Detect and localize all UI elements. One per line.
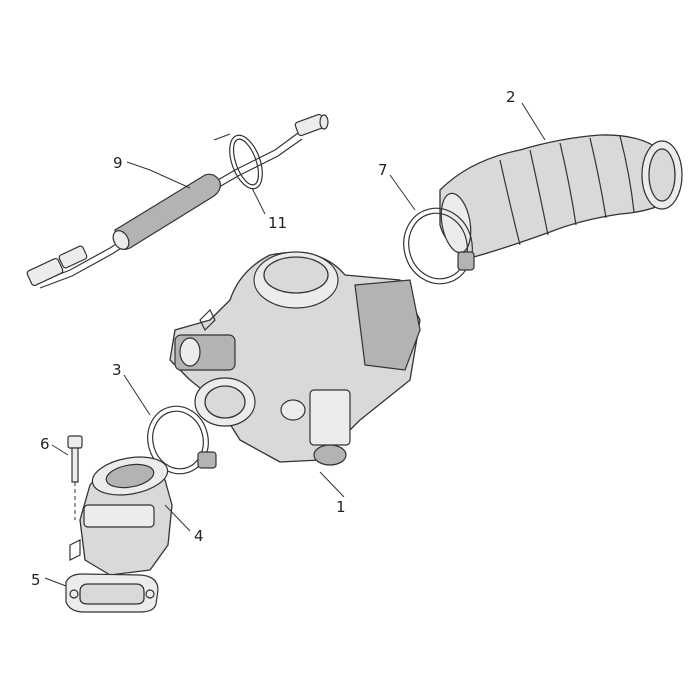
callout-3: 3 (112, 361, 122, 379)
intake-manifold (69, 456, 173, 576)
callout-9: 9 (113, 154, 123, 172)
cable-assembly (26, 113, 329, 289)
callout-11: 11 (268, 214, 287, 232)
callout-labels: 1 2 3 4 5 6 7 9 11 (31, 88, 516, 589)
gasket (65, 573, 159, 613)
bolt (67, 435, 83, 520)
carburetor (169, 251, 421, 466)
callout-2: 2 (506, 88, 516, 106)
air-intake-duct (439, 134, 683, 259)
hose-clamp-small (147, 405, 217, 475)
callout-7: 7 (378, 161, 388, 179)
callout-5: 5 (31, 571, 41, 589)
callout-4: 4 (194, 527, 204, 545)
leader-lines (44, 102, 546, 587)
callout-6: 6 (40, 435, 50, 453)
cable-clamp-ring (213, 133, 263, 190)
hose-clamp-large (403, 207, 475, 285)
callout-1: 1 (336, 498, 346, 516)
